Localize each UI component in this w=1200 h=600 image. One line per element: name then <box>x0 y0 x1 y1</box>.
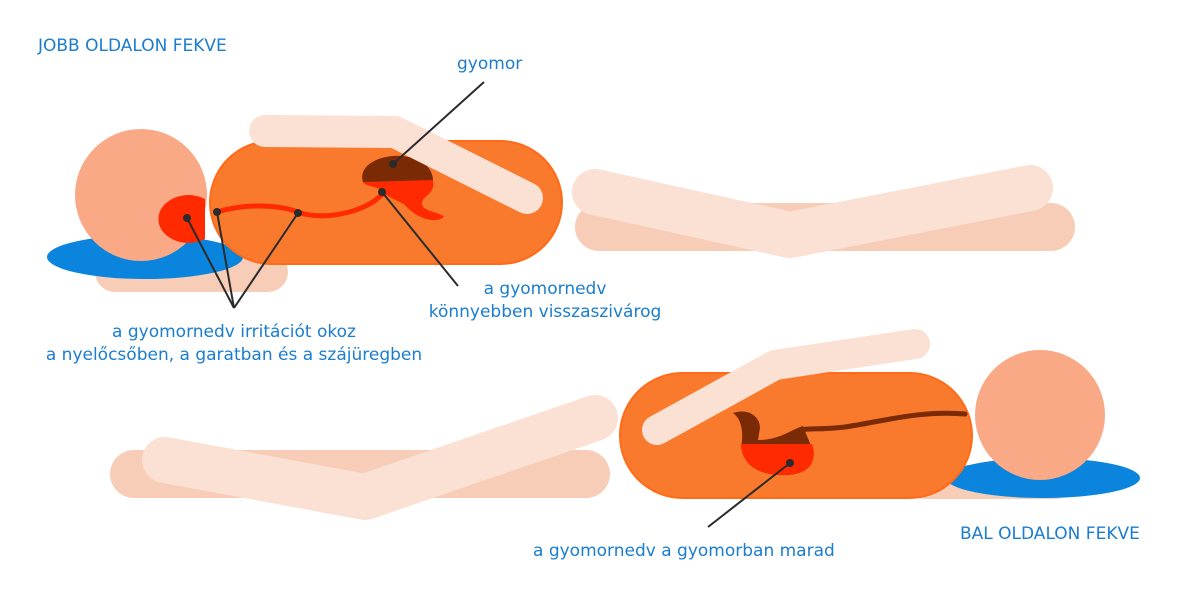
pointer-esophagus <box>233 212 299 309</box>
label-reflux: a gyomornedv könnyebben visszaszivárog <box>400 278 690 324</box>
bottom-upper-arm <box>642 329 930 445</box>
label-irritation: a gyomornedv irritációt okoz a nyelőcsőb… <box>0 321 468 367</box>
label-irritation-line2: a nyelőcsőben, a garatban és a szájüregb… <box>45 345 423 365</box>
title-left-side: BAL OLDALON FEKVE <box>960 524 1140 544</box>
pointer-throat <box>186 217 235 309</box>
pointer-mouth <box>216 211 235 309</box>
pointer-reflux-dot <box>378 188 386 196</box>
bottom-esophagus <box>797 410 968 433</box>
bottom-upper-leg <box>142 395 618 520</box>
pointer-stomach-dot <box>389 160 397 168</box>
label-retain: a gyomornedv a gyomorban marad <box>533 541 835 561</box>
pointer-esophagus-dot <box>294 209 302 217</box>
top-upper-leg <box>572 165 1053 258</box>
figure-right-side <box>47 115 1075 292</box>
pointer-throat-dot <box>183 214 191 222</box>
pointer-reflux <box>381 191 459 287</box>
label-irritation-line1: a gyomornedv irritációt okoz <box>112 322 356 342</box>
pointer-mouth-dot <box>213 208 221 216</box>
top-stomach-upper <box>362 155 433 182</box>
bottom-head <box>975 350 1105 480</box>
label-reflux-line1: a gyomornedv <box>483 279 607 299</box>
bottom-stomach-acid <box>741 444 814 476</box>
label-reflux-line2: könnyebben visszaszivárog <box>428 302 662 322</box>
figure-left-side <box>110 329 1140 520</box>
label-stomach: gyomor <box>457 54 523 74</box>
pointer-stomach <box>392 81 485 165</box>
pointer-retain-dot <box>786 459 794 467</box>
pointer-retain <box>707 462 791 528</box>
title-right-side: JOBB OLDALON FEKVE <box>38 36 227 56</box>
top-upper-arm <box>249 115 543 214</box>
pointer-lines <box>183 81 794 528</box>
